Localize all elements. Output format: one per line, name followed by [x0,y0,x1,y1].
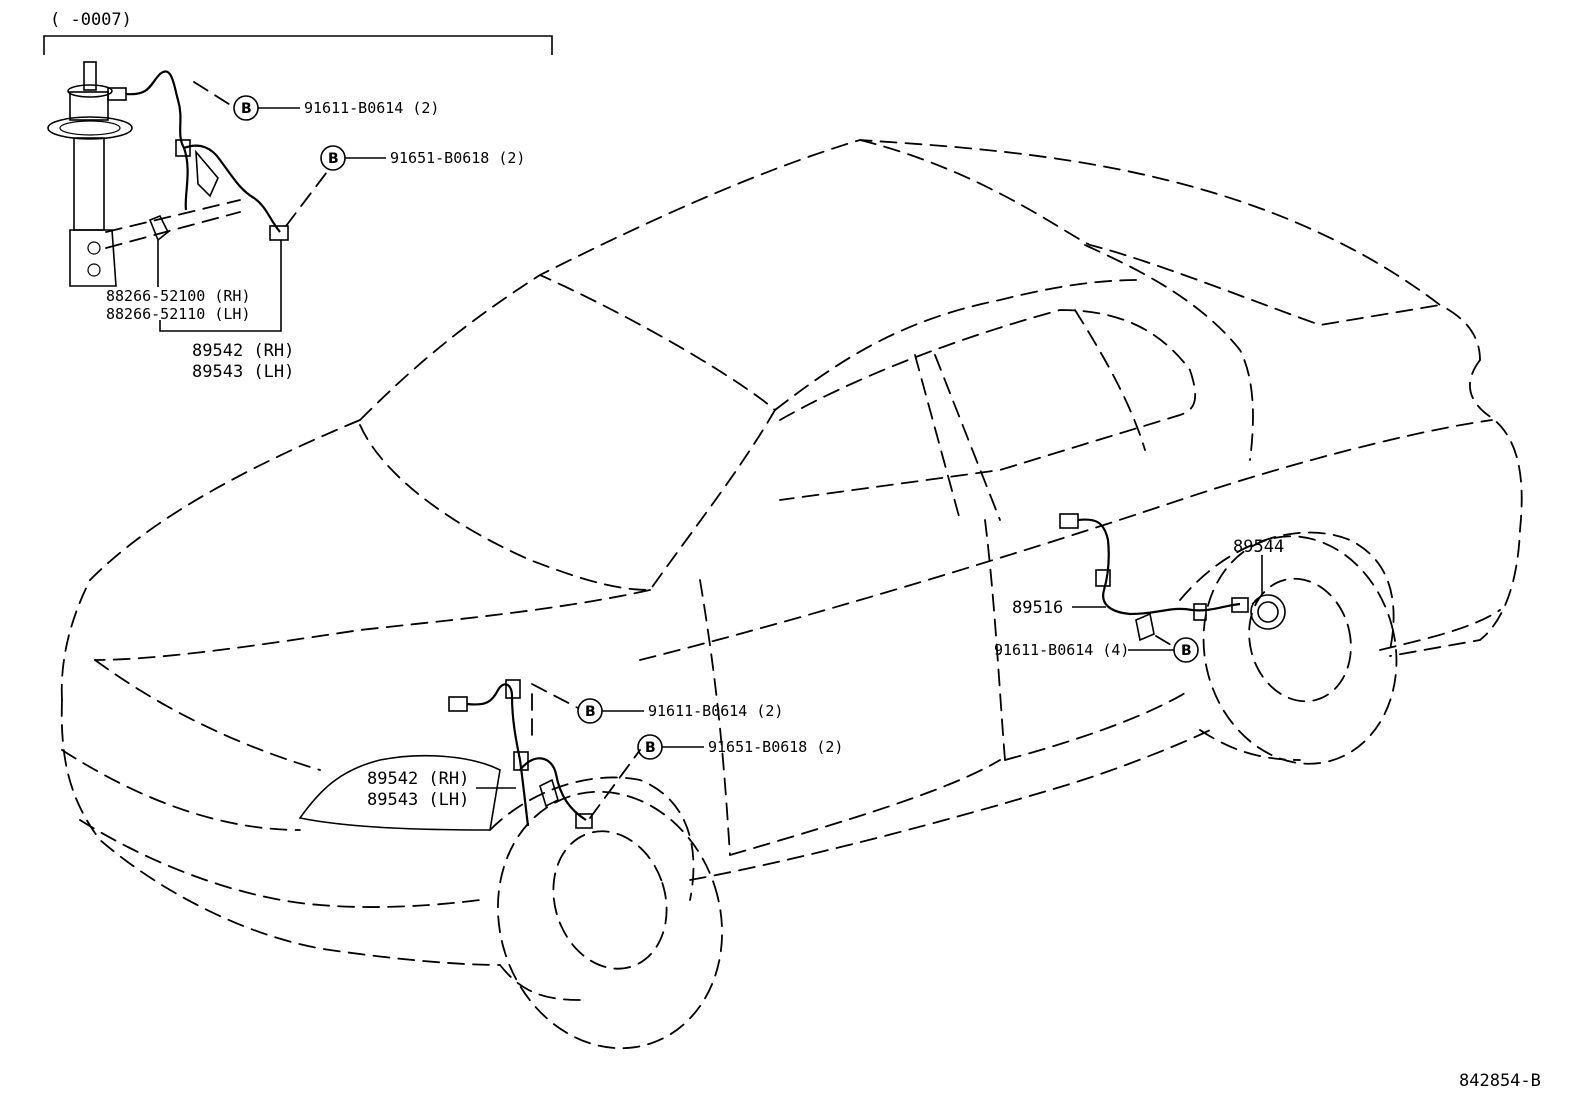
inset-bracket-lh-label: 88266-52110 (LH) [106,305,251,323]
inset-bolt-2-callout: B 91651-B0618 (2) [320,145,525,171]
rear-sensor-label: 89516 [1012,598,1063,618]
car-outline [60,139,1523,1050]
inset-bracket-rh-label: 88266-52100 (RH) [106,287,251,305]
inset-range-label: ( -0007) [50,10,132,30]
strut-assembly [47,61,133,287]
bolt-letter: B [1181,643,1192,659]
inset-bolt-1-label: 91611-B0614 (2) [304,99,439,117]
inset-bracket-callout: 88266-52100 (RH) 88266-52110 (LH) [106,240,251,323]
rear-sensor-harness [1059,513,1249,649]
front-sensor-harness [448,679,641,829]
front-bolt-2-label: 91651-B0618 (2) [708,738,843,756]
rear-bolt-callout: B 91611-B0614 (4) [994,637,1199,663]
bolt-letter: B [585,704,596,720]
front-sensor-callout: 89542 (RH) 89543 (LH) [367,769,516,810]
inset-sensor-rh-label: 89542 (RH) [192,341,294,361]
rear-bearing [1250,594,1286,630]
inset-sensor-lh-label: 89543 (LH) [192,362,294,382]
front-bolt-1-label: 91611-B0614 (2) [648,702,783,720]
inset-bolt-1-callout: B 91611-B0614 (2) [233,95,439,121]
front-sensor-rh-label: 89542 (RH) [367,769,469,789]
rear-bearing-callout: 89544 [1233,537,1284,596]
inset-bolt-2-label: 91651-B0618 (2) [390,149,525,167]
front-bolt-2-callout: B 91651-B0618 (2) [637,734,843,760]
bolt-letter: B [645,740,656,756]
rear-bearing-label: 89544 [1233,537,1284,557]
rear-bolt-label: 91611-B0614 (4) [994,641,1129,659]
front-sensor-lh-label: 89543 (LH) [367,790,469,810]
inset-sensor-callout: 89542 (RH) 89543 (LH) [159,240,294,382]
bolt-letter: B [241,101,252,117]
bolt-letter: B [328,151,339,167]
inset-bracket-line [43,35,553,55]
front-bolt-1-callout: B 91611-B0614 (2) [577,698,783,724]
rear-sensor-callout: 89516 [1012,598,1106,618]
inset-group: ( -0007) [43,10,553,382]
diagram-code: 842854-B [1459,1071,1541,1091]
inset-sensor-harness [107,70,289,241]
